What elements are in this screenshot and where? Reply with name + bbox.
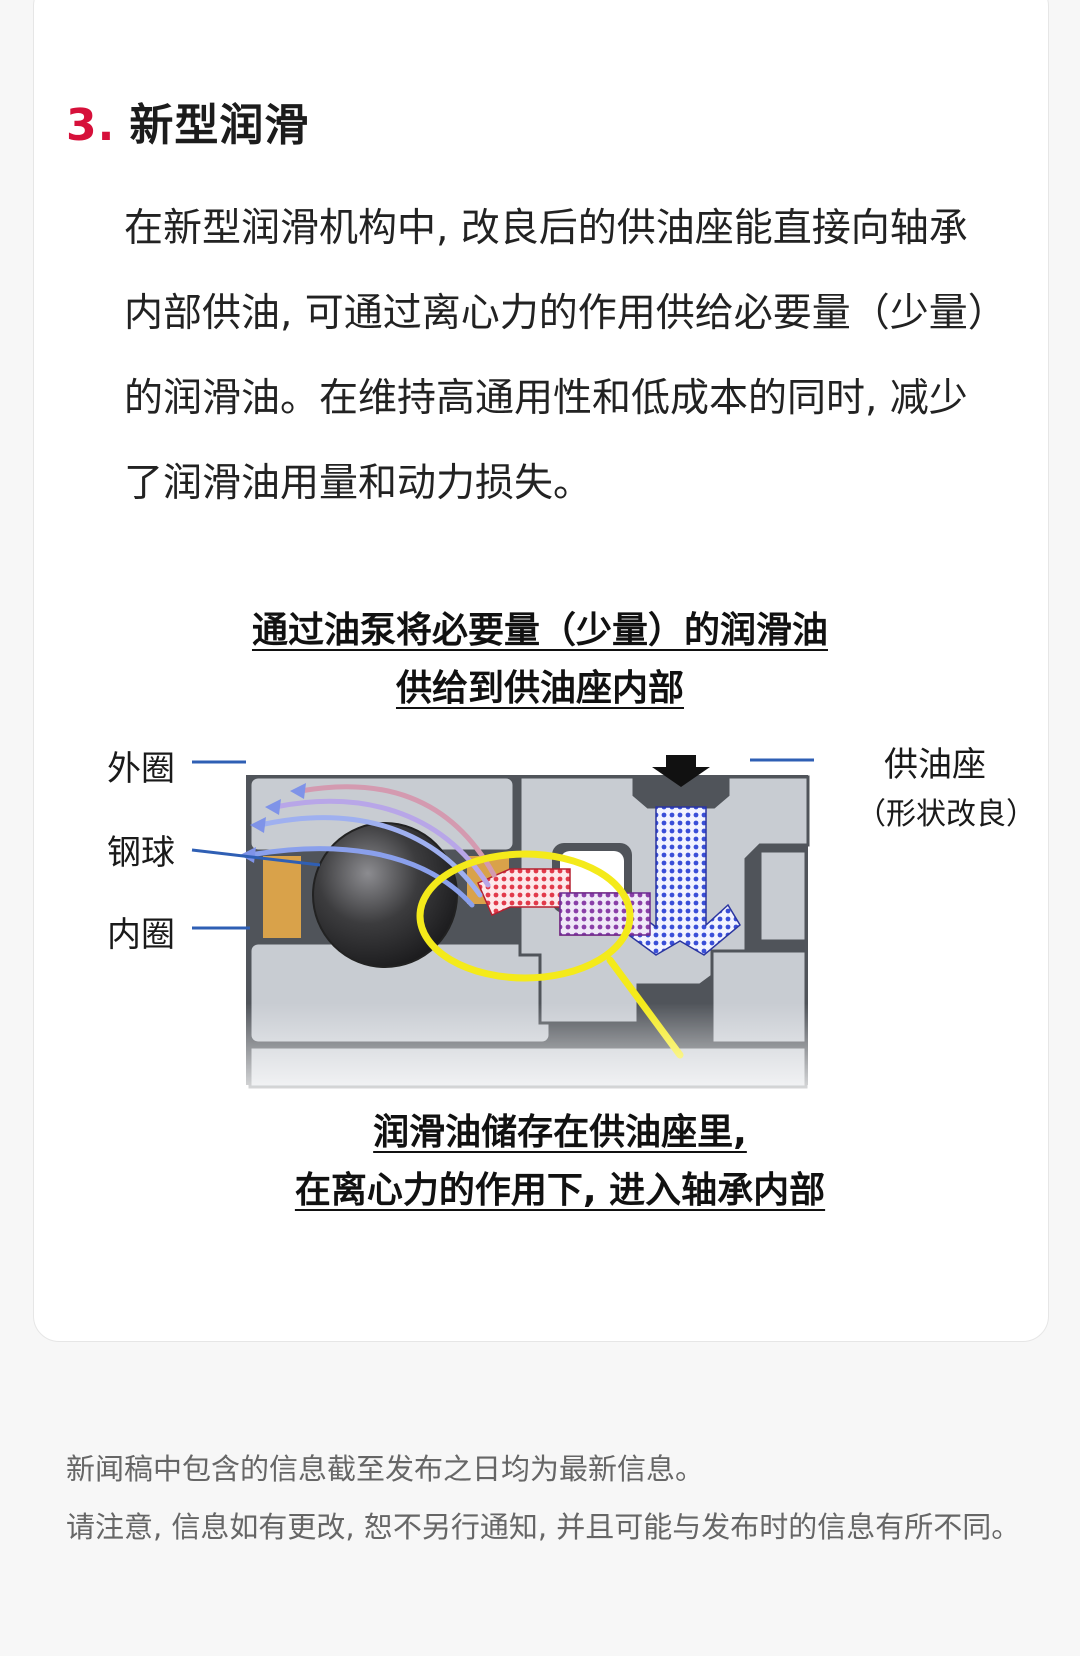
body-paragraph: 在新型润滑机构中, 改良后的供油座能直接向轴承内部供油, 可通过离心力的作用供给…: [124, 206, 988, 506]
bottom-fade: [240, 1003, 820, 1115]
section-title: 3. 新型润滑: [66, 96, 309, 156]
caption-top-line1: 通过油泵将必要量（少量）的润滑油: [251, 610, 828, 651]
leader-lines: [191, 758, 814, 930]
label-oil-seat-note: （形状改良）: [856, 797, 1036, 832]
disclaimer-line2: 请注意, 信息如有更改, 恕不另行通知, 并且可能与发布时的信息有所不同。: [66, 1510, 1021, 1544]
disclaimer-line1: 新闻稿中包含的信息截至发布之日均为最新信息。: [66, 1452, 705, 1486]
oil-inflow-arrow-icon: [652, 755, 710, 787]
oil-channel-mixed: [559, 892, 651, 936]
section-number: 3.: [66, 100, 116, 151]
caption-top-line2: 供给到供油座内部: [395, 668, 684, 709]
caption-bottom-line2: 在离心力的作用下, 进入轴承内部: [294, 1170, 826, 1211]
flow-arrowheads: [240, 783, 306, 863]
bearing-illustration: [191, 755, 820, 1115]
cage-left: [261, 854, 303, 940]
caption-bottom-line1: 润滑油储存在供油座里,: [373, 1112, 747, 1153]
highlight-ellipse: [416, 850, 634, 982]
oil-seat-lip: [758, 849, 808, 943]
label-oil-seat: 供油座: [884, 745, 986, 785]
section-heading: 新型润滑: [129, 100, 310, 151]
content-card: [33, 0, 1049, 1342]
label-inner-ring: 内圈: [107, 915, 175, 955]
bearing-diagram: 外圈 钢球 内圈 供油座 （形状改良）: [100, 745, 1036, 1115]
label-steel-ball: 钢球: [107, 833, 175, 873]
diagram-caption-bottom: 润滑油储存在供油座里, 在离心力的作用下, 进入轴承内部: [120, 1104, 1000, 1220]
diagram-caption-top: 通过油泵将必要量（少量）的润滑油 供给到供油座内部: [100, 602, 980, 718]
disclaimer-note: 新闻稿中包含的信息截至发布之日均为最新信息。 请注意, 信息如有更改, 恕不另行…: [66, 1440, 1026, 1556]
label-outer-ring: 外圈: [107, 749, 175, 789]
